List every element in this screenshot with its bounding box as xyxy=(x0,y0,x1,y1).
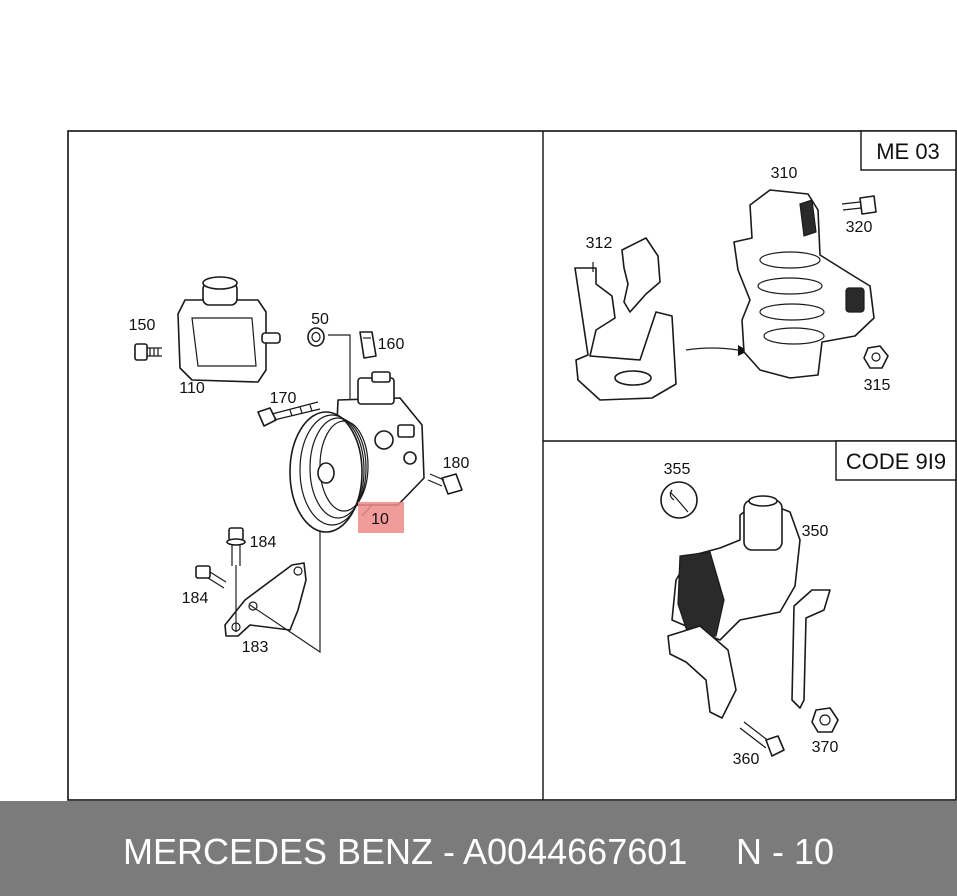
callout-184-lower: 184 xyxy=(182,590,209,607)
callout-183: 183 xyxy=(242,639,269,656)
callout-184-upper: 184 xyxy=(250,534,277,551)
diagram-frame xyxy=(67,130,957,801)
callout-180: 180 xyxy=(443,455,470,472)
bolt-180 xyxy=(427,473,463,495)
callout-10: 10 xyxy=(371,511,389,528)
wrench-icon-355 xyxy=(660,481,698,519)
callout-310: 310 xyxy=(771,165,798,182)
callout-350: 350 xyxy=(802,523,829,540)
callout-360: 360 xyxy=(733,751,760,768)
fluid-reservoir-110 xyxy=(177,276,281,383)
callout-160: 160 xyxy=(378,336,405,353)
header-me03-text: ME 03 xyxy=(876,139,940,164)
callout-320: 320 xyxy=(846,219,873,236)
callout-355: 355 xyxy=(664,461,691,478)
bracket-183 xyxy=(224,562,307,637)
callout-110: 110 xyxy=(179,380,205,397)
bolt-184-vertical xyxy=(226,527,246,566)
electro-hydraulic-unit-350 xyxy=(667,495,831,719)
nut-315 xyxy=(863,345,889,369)
callout-370: 370 xyxy=(812,739,839,756)
bolt-184-horizontal xyxy=(195,565,227,589)
highlight-part-10 xyxy=(358,502,404,533)
header-code-9i9: CODE 9I9 xyxy=(835,440,957,481)
parts-diagram: ME 03 CODE 9I9 xyxy=(67,130,957,801)
bracket-312 xyxy=(574,237,677,401)
bolt-360 xyxy=(739,721,785,757)
footer-position-number: N - 10 xyxy=(736,831,835,872)
seal-washer-50 xyxy=(307,327,325,347)
footer-bar: MERCEDES BENZ - A0044667601 N - 10 xyxy=(0,801,957,896)
header-me03: ME 03 xyxy=(860,130,957,171)
callout-315: 315 xyxy=(864,377,891,394)
callout-170: 170 xyxy=(270,390,297,407)
callout-150: 150 xyxy=(129,317,156,334)
header-code-9i9-text: CODE 9I9 xyxy=(846,449,946,474)
footer-part-title: MERCEDES BENZ - A0044667601 xyxy=(123,831,688,872)
clip-160 xyxy=(359,331,377,359)
callout-312: 312 xyxy=(586,235,613,252)
electro-hydraulic-unit-310 xyxy=(733,189,875,379)
bolt-150 xyxy=(134,343,162,361)
callout-50: 50 xyxy=(311,311,329,328)
assembly-arrow xyxy=(685,345,748,356)
bolt-320 xyxy=(841,195,877,215)
nut-370 xyxy=(811,707,839,733)
bolt-170 xyxy=(257,401,321,427)
power-steering-pump-10 xyxy=(289,371,425,533)
